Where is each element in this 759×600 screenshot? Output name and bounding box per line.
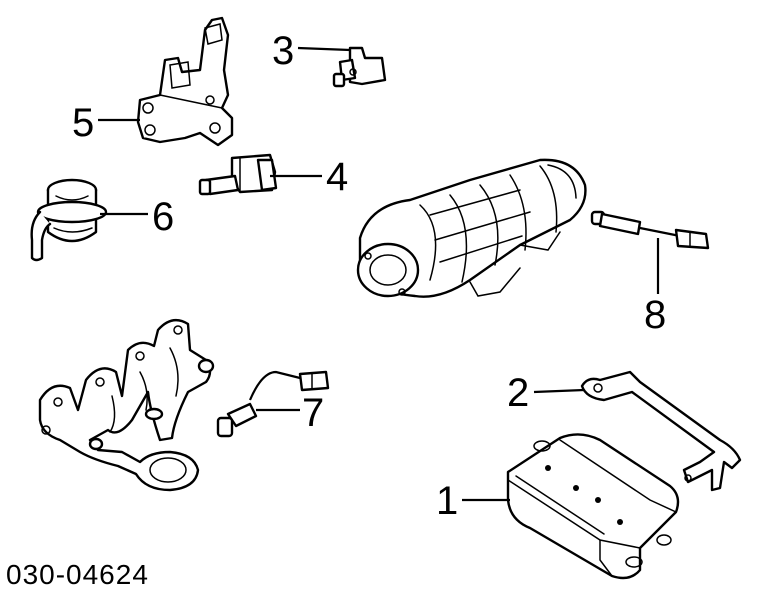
evap-canister-part (506, 433, 680, 580)
exhaust-manifold-part (38, 318, 215, 492)
callout-5: 5 (72, 101, 94, 145)
leader-line-2 (533, 388, 585, 394)
canister-bracket-part (580, 370, 742, 492)
front-o2-sensor-part (216, 370, 330, 438)
callout-3: 3 (272, 29, 294, 73)
small-solenoid-part (332, 46, 387, 88)
bracket-part (136, 16, 234, 147)
rear-o2-sensor-part (590, 210, 710, 250)
callout-6: 6 (152, 195, 174, 239)
callout-1: 1 (436, 479, 458, 523)
callout-7: 7 (302, 391, 324, 435)
vacuum-valve-part (198, 153, 278, 196)
leader-line-3 (297, 46, 351, 52)
egr-valve-part (30, 178, 108, 262)
catalytic-converter-part (356, 158, 587, 298)
callout-2: 2 (507, 371, 529, 415)
callout-8: 8 (644, 293, 666, 337)
leader-lines (98, 46, 660, 502)
diagram-code: 030-04624 (6, 559, 149, 590)
callout-4: 4 (326, 155, 348, 199)
